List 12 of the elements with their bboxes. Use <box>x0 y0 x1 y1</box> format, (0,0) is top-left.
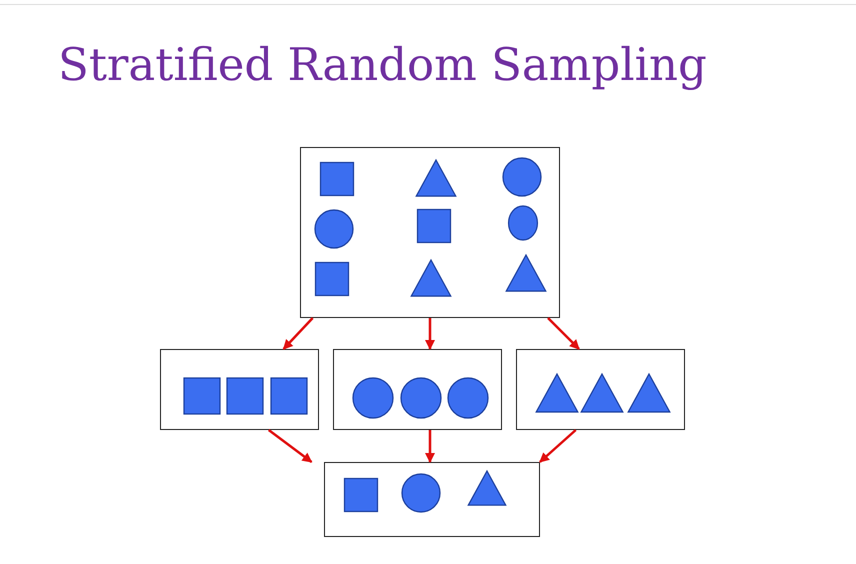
arrow <box>425 318 435 350</box>
group-box <box>300 147 560 318</box>
arrow <box>282 317 314 350</box>
group-box <box>324 462 540 537</box>
arrow <box>539 429 577 463</box>
group-box <box>333 349 502 430</box>
arrow <box>425 430 435 463</box>
group-box <box>160 349 319 430</box>
arrow <box>547 317 580 350</box>
title: Stratified Random Sampling <box>58 38 707 91</box>
arrow <box>268 429 312 463</box>
group-box <box>516 349 685 430</box>
